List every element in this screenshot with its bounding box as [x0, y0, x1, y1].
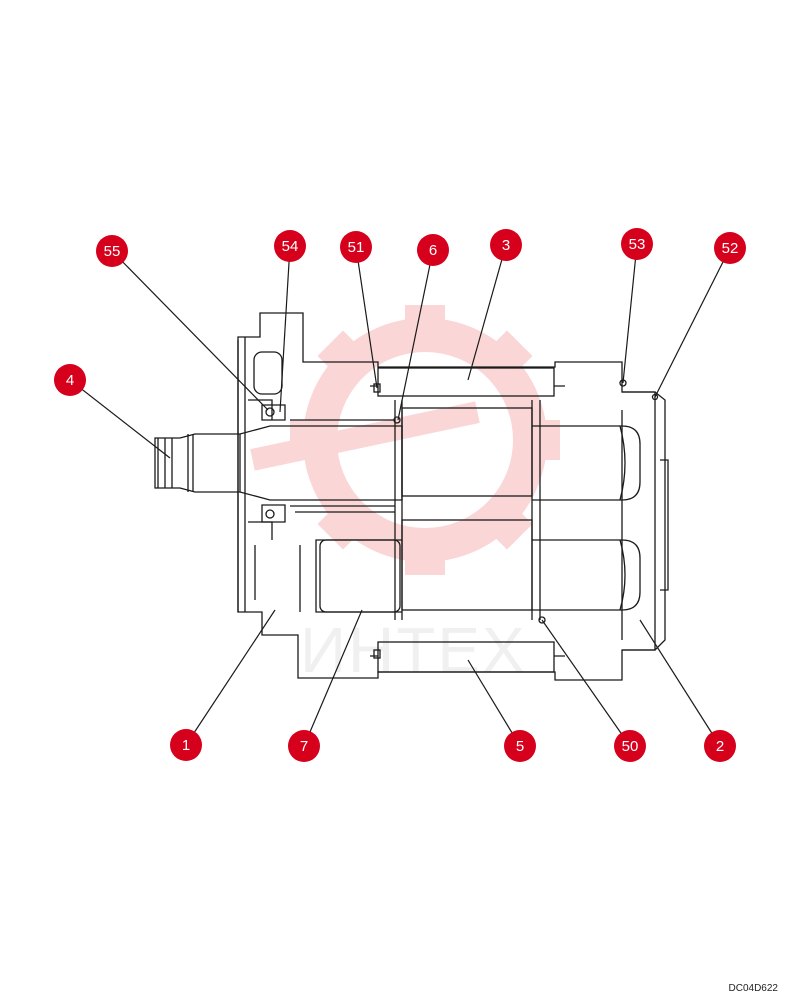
callout-3[interactable]: 3 [490, 229, 522, 261]
callout-54[interactable]: 54 [274, 230, 306, 262]
lower-bolt [377, 641, 555, 673]
svg-text:50: 50 [622, 738, 639, 755]
callout-6[interactable]: 6 [417, 234, 449, 266]
rear-cover [622, 391, 666, 651]
svg-text:4: 4 [66, 372, 74, 389]
leader-lines [69, 243, 731, 747]
svg-text:53: 53 [629, 236, 646, 253]
svg-text:54: 54 [282, 238, 299, 255]
svg-text:6: 6 [429, 242, 437, 259]
callout-1[interactable]: 1 [170, 729, 202, 761]
callout-2[interactable]: 2 [704, 730, 736, 762]
callout-52[interactable]: 52 [714, 232, 746, 264]
pump-outline [154, 312, 669, 681]
drawing-code: DC04D622 [728, 983, 778, 994]
svg-text:55: 55 [104, 243, 121, 260]
callout-7[interactable]: 7 [288, 730, 320, 762]
svg-text:2: 2 [716, 738, 724, 755]
upper-bolt [377, 367, 555, 397]
svg-text:3: 3 [502, 237, 510, 254]
svg-text:7: 7 [300, 738, 308, 755]
callout-51[interactable]: 51 [340, 231, 372, 263]
svg-text:51: 51 [348, 239, 365, 256]
svg-text:1: 1 [182, 737, 190, 754]
callouts: 55 54 51 6 3 53 52 4 [54, 228, 746, 762]
callout-5[interactable]: 5 [504, 730, 536, 762]
callout-53[interactable]: 53 [621, 228, 653, 260]
callout-55[interactable]: 55 [96, 235, 128, 267]
svg-text:5: 5 [516, 738, 524, 755]
callout-50[interactable]: 50 [614, 730, 646, 762]
watermark-brand-text: ИНТЕХ [300, 614, 527, 686]
callout-4[interactable]: 4 [54, 364, 86, 396]
svg-text:52: 52 [722, 240, 739, 257]
